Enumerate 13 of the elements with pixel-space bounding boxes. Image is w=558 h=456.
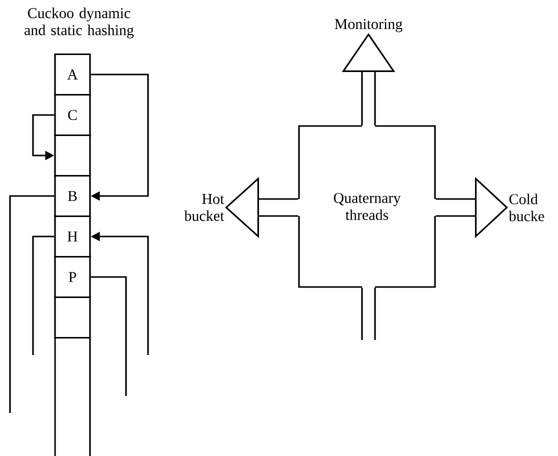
table-cell: P — [54, 256, 91, 298]
table-cell: C — [54, 94, 91, 136]
title: Cuckoo dynamic and static hashing — [24, 8, 134, 38]
arrow-label: Hot bucket — [184, 194, 224, 221]
empty-cell — [54, 134, 91, 177]
table-cell: B — [54, 174, 91, 218]
table-cell: A — [54, 53, 91, 96]
empty-cell — [54, 296, 91, 339]
connector-arrow — [90, 74, 149, 201]
arrow-label: Cold bucke — [508, 194, 544, 222]
block-arrow — [361, 287, 376, 341]
arrow-label: Monitoring — [334, 19, 402, 32]
table-cell: H — [54, 215, 91, 258]
